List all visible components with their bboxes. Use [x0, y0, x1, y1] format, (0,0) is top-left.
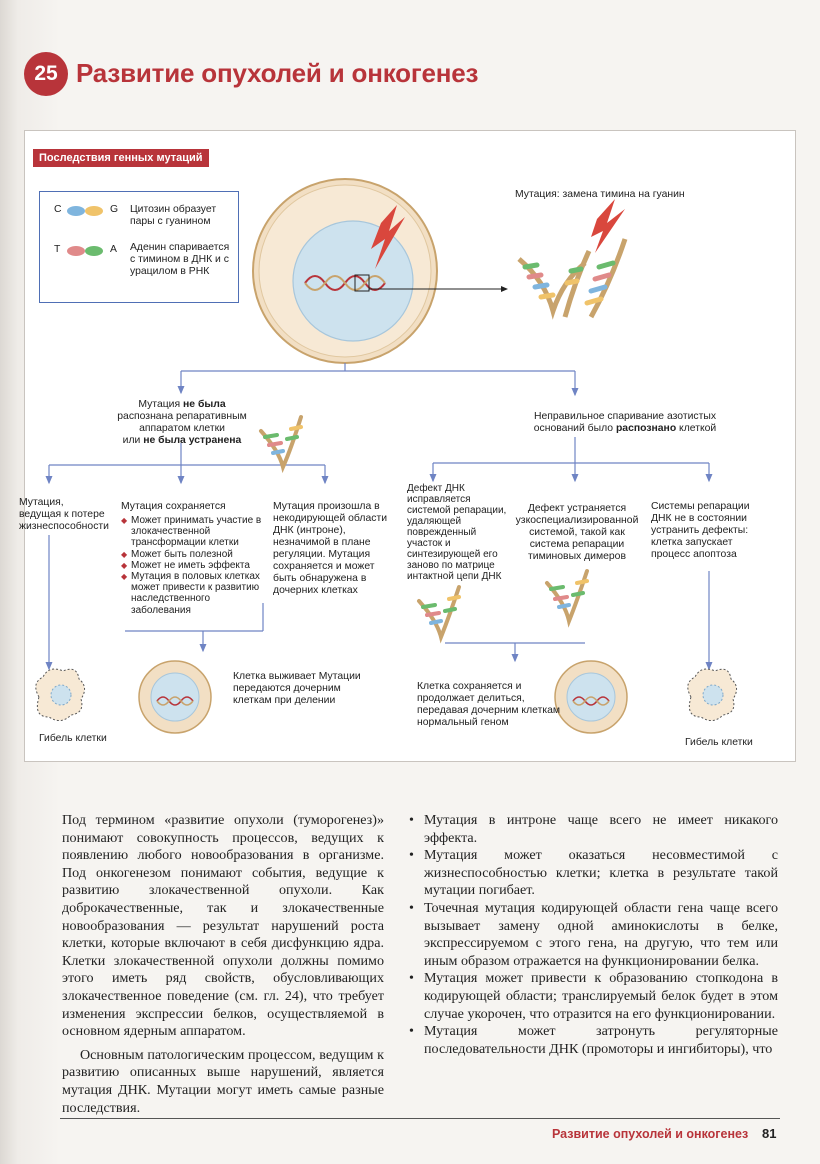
- left-branch-text: Мутация не была распознана репаративным …: [117, 399, 247, 446]
- cell-death-left-label: Гибель клетки: [39, 733, 107, 744]
- mutation-persists-title: Мутация сохраняется: [121, 501, 226, 512]
- legend-letter-c: C: [54, 204, 62, 215]
- legend-text-ta: Аденин спаривается с тимином в ДНК и с у…: [130, 242, 230, 277]
- specialized-repair-text: Дефект устраняется узкоспециализированно…: [515, 503, 639, 562]
- figure-label: Последствия генных мутаций: [33, 149, 209, 167]
- list-item: Точечная мутация кодирующей области гена…: [408, 900, 778, 970]
- dead-cell-right: [687, 668, 737, 721]
- body-paragraph: Основным патологическим процессом, ведущ…: [62, 1046, 384, 1116]
- cg-pair-icon: [67, 206, 103, 216]
- cell-death-right-label: Гибель клетки: [685, 737, 753, 748]
- list-item: Может принимать участие в злокачественно…: [121, 515, 271, 549]
- surviving-cell-right: [554, 660, 628, 734]
- list-item: Мутация в интроне чаще всего не имеет ни…: [408, 812, 778, 847]
- outcome-loss-viability: Мутация, ведущая к потере жизнеспособнос…: [19, 497, 109, 532]
- dna-repaired-2: [545, 569, 589, 628]
- legend-letter-g: G: [110, 204, 119, 215]
- dead-cell-left: [35, 668, 85, 721]
- list-item: Мутация в половых клетках может привести…: [121, 571, 271, 616]
- list-item: Может не иметь эффекта: [121, 560, 271, 571]
- surviving-cell-left: [138, 660, 212, 734]
- cell-preserved-text: Клетка сохраняется и продолжает делиться…: [417, 681, 561, 728]
- chapter-title: Развитие опухолей и онкогенез: [76, 58, 479, 88]
- cell-survives-text: Клетка выживает Мутации передаются дочер…: [233, 671, 361, 706]
- excision-repair-text: Дефект ДНК исправляется системой репарац…: [407, 483, 507, 582]
- intron-mutation-text: Мутация произошла в некодирующей области…: [273, 501, 388, 596]
- dna-repaired-1: [417, 585, 461, 644]
- right-branch-text: Неправильное спаривание азотистых основа…: [533, 411, 717, 434]
- main-cell-illustration: [252, 178, 508, 364]
- mutation-persists-list: Может принимать участие в злокачественно…: [121, 515, 271, 616]
- body-left-column: Под термином «развитие опухоли (тумороге…: [62, 812, 384, 1117]
- base-pair-legend: C G Цитозин образует пары с гуанином T A…: [39, 191, 239, 303]
- list-item: Мутация может затронуть регуляторные пос…: [408, 1023, 778, 1058]
- mutation-figure: Последствия генных мутаций C G Цитозин о…: [19, 130, 796, 762]
- ta-pair-icon: [67, 246, 103, 256]
- legend-letter-t: T: [54, 244, 61, 255]
- running-footer-title: Развитие опухолей и онкогенез: [552, 1127, 749, 1141]
- chapter-number-badge: 25: [24, 52, 68, 96]
- body-paragraph: Под термином «развитие опухоли (тумороге…: [62, 812, 384, 1040]
- body-right-column: Мутация в интроне чаще всего не имеет ни…: [408, 812, 778, 1058]
- figure-graphics: [35, 178, 737, 734]
- mutated-dna-illustration: [517, 199, 628, 320]
- legend-letter-a: A: [110, 244, 117, 255]
- legend-text-cg: Цитозин образует пары с гуанином: [130, 204, 217, 227]
- mutation-label: Мутация: замена тимина на гуанин: [515, 189, 685, 200]
- list-item: Мутация может оказаться несовместимой с …: [408, 847, 778, 900]
- list-item: Мутация может привести к образованию сто…: [408, 970, 778, 1023]
- dna-small-left: [259, 415, 303, 474]
- list-item: Может быть полезной: [121, 549, 271, 560]
- apoptosis-text: Системы репарации ДНК не в состоянии уст…: [651, 501, 750, 560]
- page-number: 81: [762, 1126, 777, 1141]
- footer-divider: [60, 1118, 780, 1119]
